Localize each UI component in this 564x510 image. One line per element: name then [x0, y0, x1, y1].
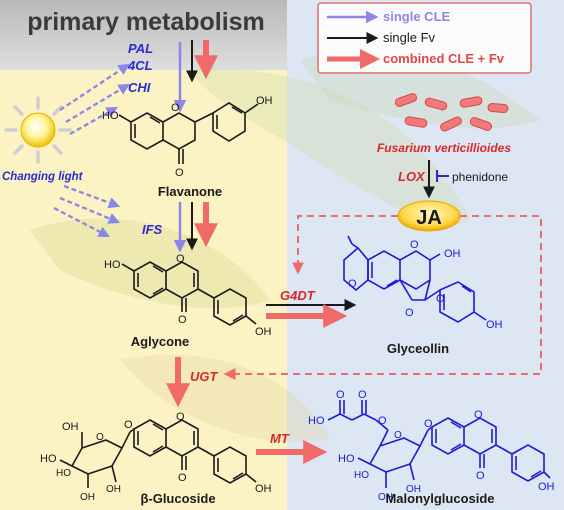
legend-label-single-cle: single CLE [383, 9, 451, 24]
glucoside-oh-bottom-b: OH [106, 484, 121, 495]
legend-label-combined: combined CLE + Fv [383, 51, 505, 66]
glyceollin-ring-o-left: O [348, 278, 357, 290]
glucoside-ring-o2: O [176, 411, 185, 423]
light-arrow-lower-3 [53, 206, 111, 238]
aglycone-ring-o: O [176, 253, 185, 265]
malonyl-ring-o: O [394, 430, 402, 441]
phenidone-label: phenidone [452, 170, 508, 184]
flavanone-ring-o: O [171, 102, 180, 114]
glyceollin-structure [343, 235, 487, 323]
glucoside-oh-top: OH [62, 421, 79, 433]
malonyl-ho-mid: HO [354, 470, 369, 481]
light-arrow-upper-1 [59, 63, 130, 111]
title-primary-metabolism: primary metabolism [27, 8, 265, 36]
pathogen-region-background [287, 0, 564, 510]
light-arrow-upper-2 [65, 83, 130, 123]
compound-flavanone: Flavanone [158, 184, 222, 199]
glyceollin-oh-right: OH [486, 319, 503, 331]
changing-light-label: Changing light [2, 171, 84, 183]
enzyme-ugt: UGT [190, 369, 219, 384]
flavanone-carbonyl-o: O [175, 167, 184, 179]
glucoside-oh-right: OH [255, 483, 272, 495]
compound-glucoside: β-Glucoside [140, 491, 215, 506]
glucoside-oh-bottom-a: OH [80, 492, 95, 503]
aglycone-carbonyl-o: O [178, 314, 187, 326]
malonyl-oh-bottom-b: OH [406, 484, 421, 495]
enzyme-g4dt: G4DT [280, 288, 316, 303]
glyceollin-ring-o-bottom: O [405, 307, 414, 319]
primary-metabolism-banner [0, 0, 287, 70]
enzyme-pal: PAL [128, 41, 153, 56]
flavanone-structure [118, 102, 259, 164]
glucoside-ho-mid: HO [56, 468, 71, 479]
malonylglucoside-structure [327, 400, 551, 488]
glyceollin-ring-o-top: O [410, 239, 419, 251]
glucoside-ring-o: O [96, 432, 104, 443]
malonyl-carbonyl-o: O [476, 470, 485, 482]
compound-malonylglucoside: Malonylglucoside [385, 491, 494, 506]
malonyl-oh-right: OH [538, 481, 555, 493]
malonyl-ring-o2: O [474, 409, 483, 421]
flavanone-ho: HO [102, 110, 119, 122]
aglycone-structure [121, 261, 257, 326]
light-arrow-lower-1 [63, 184, 121, 209]
fusarium-label: Fusarium verticillioides [377, 141, 511, 155]
malonyl-oh-bottom-a: OH [378, 492, 393, 503]
enzyme-chi: CHI [128, 80, 151, 95]
glucoside-carbonyl-o: O [178, 472, 187, 484]
ja-to-g4dt-dashed [292, 215, 398, 275]
sun-icon [4, 96, 72, 164]
legend: single CLE single Fv combined CLE + Fv [317, 2, 532, 74]
ja-to-ugt-dashed [223, 215, 542, 380]
light-arrow-upper-3 [69, 106, 119, 136]
glucoside-structure [59, 419, 257, 488]
enzyme-mt: MT [270, 431, 290, 446]
malonyl-o-2: O [358, 389, 367, 401]
enzyme-lox: LOX [398, 169, 426, 184]
glyceollin-ring-o-right: O [436, 293, 445, 305]
legend-label-single-fv: single Fv [383, 30, 436, 45]
malonyl-ho-left: HO [338, 453, 355, 465]
enzyme-ifs: IFS [142, 222, 163, 237]
soybean-pod-shape [30, 218, 270, 309]
glucoside-ho-left: HO [40, 453, 57, 465]
ja-label: JA [416, 207, 442, 229]
flavanone-oh: OH [256, 95, 273, 107]
compound-aglycone: Aglycone [131, 334, 190, 349]
soybean-pod-shape [190, 68, 470, 225]
fusarium-icon [394, 93, 509, 132]
light-arrow-lower-2 [59, 196, 121, 224]
malonyl-o-1: O [336, 389, 345, 401]
malonyl-ho: HO [308, 415, 325, 427]
glucoside-link-o: O [124, 419, 133, 431]
aglycone-ho: HO [104, 259, 121, 271]
aglycone-oh: OH [255, 326, 272, 338]
compound-glyceollin: Glyceollin [387, 341, 449, 356]
malonyl-link-o: O [424, 418, 433, 430]
glyceollin-oh-top: OH [444, 248, 461, 260]
enzyme-4cl: 4CL [127, 58, 153, 73]
malonyl-o-3: O [378, 415, 387, 427]
soybean-pod-shape [120, 354, 330, 442]
